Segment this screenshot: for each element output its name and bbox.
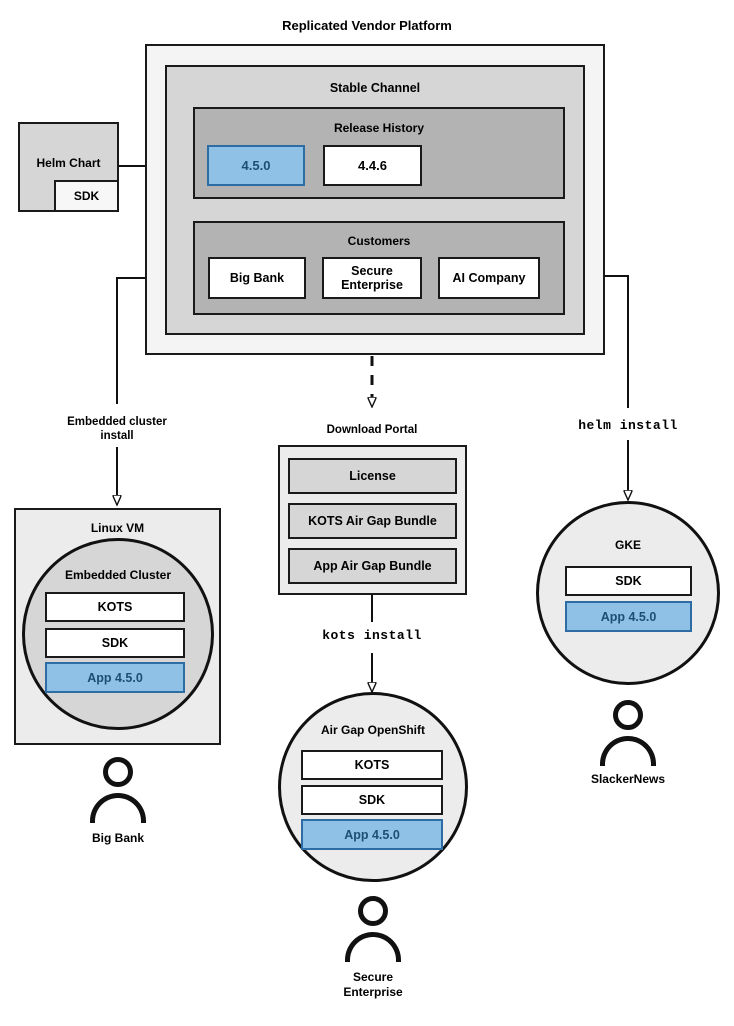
gke-component-sdk[interactable]: SDK [565,566,692,596]
release-chip-446[interactable]: 4.4.6 [323,145,422,186]
person-head-icon [103,757,133,787]
download-portal-title: Download Portal [326,424,418,436]
edge-label-helm-install: helm install [578,418,678,433]
air-gap-openshift-title: Air Gap OpenShift [320,723,425,737]
artifact-label: License [349,469,396,483]
linux-vm-customer-label: Big Bank [91,831,144,845]
linux-vm-title: Linux VM [90,521,145,535]
download-artifact-app-air-gap-bundle[interactable]: App Air Gap Bundle [288,548,457,584]
openshift-component-app[interactable]: App 4.5.0 [301,819,443,850]
slackernews-user-icon [598,700,658,770]
person-body-icon [345,932,401,962]
component-label: SDK [358,793,386,807]
person-body-icon [90,793,146,823]
page-title: Replicated Vendor Platform [282,18,452,33]
edge-label-line1: Embedded cluster [67,416,167,428]
component-label: KOTS [97,600,133,614]
helm-chart-sdk-chip[interactable]: SDK [54,180,119,212]
customer-label-line2: Enterprise [341,278,403,292]
helm-chart-sdk-label: SDK [73,189,100,203]
secure-enterprise-user-icon [343,896,403,966]
openshift-component-kots[interactable]: KOTS [301,750,443,780]
artifact-label: App Air Gap Bundle [313,559,432,573]
download-artifact-kots-air-gap-bundle[interactable]: KOTS Air Gap Bundle [288,503,457,539]
helm-chart-title: Helm Chart [36,156,101,170]
customers-title: Customers [347,234,411,248]
customer-chip-secure-enterprise[interactable]: Secure Enterprise [322,257,422,299]
linux-vm-component-kots[interactable]: KOTS [45,592,185,622]
linux-vm-component-sdk[interactable]: SDK [45,628,185,658]
component-label: App 4.5.0 [600,609,657,624]
gke-customer-label: SlackerNews [590,772,666,786]
download-artifact-license[interactable]: License [288,458,457,494]
customer-chip-big-bank[interactable]: Big Bank [208,257,306,299]
customer-label-line1: Secure [351,263,393,278]
edge-label-kots-install: kots install [322,628,422,643]
release-version-label: 4.4.6 [358,158,387,173]
linux-vm-component-app[interactable]: App 4.5.0 [45,662,185,693]
gke-component-app[interactable]: App 4.5.0 [565,601,692,632]
component-label: KOTS [354,758,390,772]
release-chip-450[interactable]: 4.5.0 [207,145,305,186]
customer-label-line2: Enterprise [343,985,403,999]
embedded-cluster-title: Embedded Cluster [64,568,172,582]
customer-label: Big Bank [229,271,285,285]
release-version-label: 4.5.0 [241,158,271,173]
customer-label: AI Company [452,271,526,285]
component-label: App 4.5.0 [87,670,143,685]
customer-label-line1: Secure [352,970,394,984]
customer-chip-ai-company[interactable]: AI Company [438,257,540,299]
gke-title: GKE [614,538,641,552]
big-bank-user-icon [88,757,148,827]
stable-channel-title: Stable Channel [329,81,421,95]
person-head-icon [358,896,388,926]
openshift-customer-label: Secure Enterprise [283,970,463,1000]
component-label: SDK [615,574,642,588]
component-label: SDK [101,636,129,650]
edge-label-embedded-cluster-install: Embedded cluster install [27,415,207,444]
component-label: App 4.5.0 [344,827,400,842]
release-history-title: Release History [333,121,425,135]
edge-label-line2: install [100,430,134,443]
person-body-icon [600,736,656,766]
artifact-label: KOTS Air Gap Bundle [308,514,437,528]
person-head-icon [613,700,643,730]
openshift-component-sdk[interactable]: SDK [301,785,443,815]
